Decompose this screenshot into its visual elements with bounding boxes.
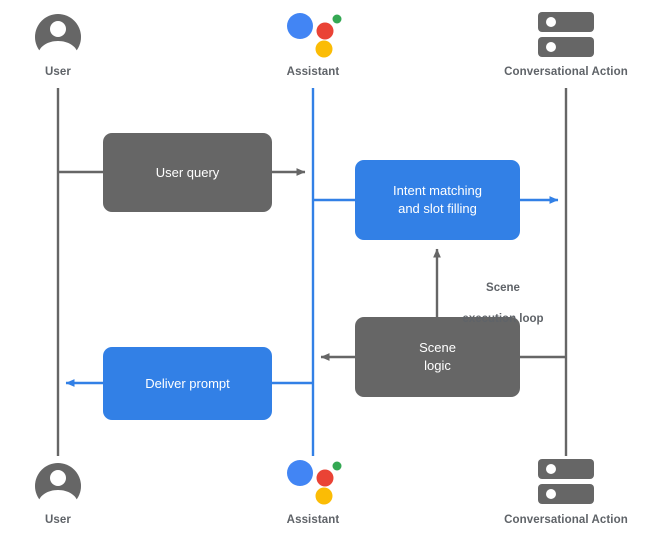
user-avatar-icon [35,463,81,513]
node-intent-matching-label: Intent matching and slot filling [393,182,482,217]
actor-label-conversational-action-bottom: Conversational Action [504,514,628,526]
annotation-scene-execution-loop-line2: execution loop [462,312,544,325]
node-intent-matching[interactable]: Intent matching and slot filling [355,160,520,240]
actor-label-conversational-action-top: Conversational Action [504,66,628,78]
node-user-query[interactable]: User query [103,133,272,212]
server-rack-icon [538,459,594,504]
node-intent-matching-line2: and slot filling [398,201,477,216]
user-avatar-icon [35,14,81,64]
actor-label-assistant-top: Assistant [286,66,340,78]
node-deliver-prompt[interactable]: Deliver prompt [103,347,272,420]
node-scene-logic[interactable]: Scene logic [355,317,520,397]
node-user-query-label: User query [155,164,220,180]
node-intent-matching-line1: Intent matching [393,183,482,199]
node-scene-logic-line2: logic [424,358,451,373]
actor-label-user-bottom: User [45,514,71,526]
google-assistant-icon [287,460,342,505]
node-deliver-prompt-label: Deliver prompt [145,375,230,391]
google-assistant-icon [287,13,342,58]
actor-label-user-top: User [45,66,71,78]
annotation-scene-execution-loop-line1: Scene [486,281,520,294]
actor-label-assistant-bottom: Assistant [286,514,340,526]
server-rack-icon [538,12,594,57]
node-scene-logic-line1: Scene [419,340,456,356]
lifelines [56,88,568,456]
annotation-scene-execution-loop: Scene execution loop [462,265,543,327]
node-scene-logic-label: Scene logic [419,339,456,374]
